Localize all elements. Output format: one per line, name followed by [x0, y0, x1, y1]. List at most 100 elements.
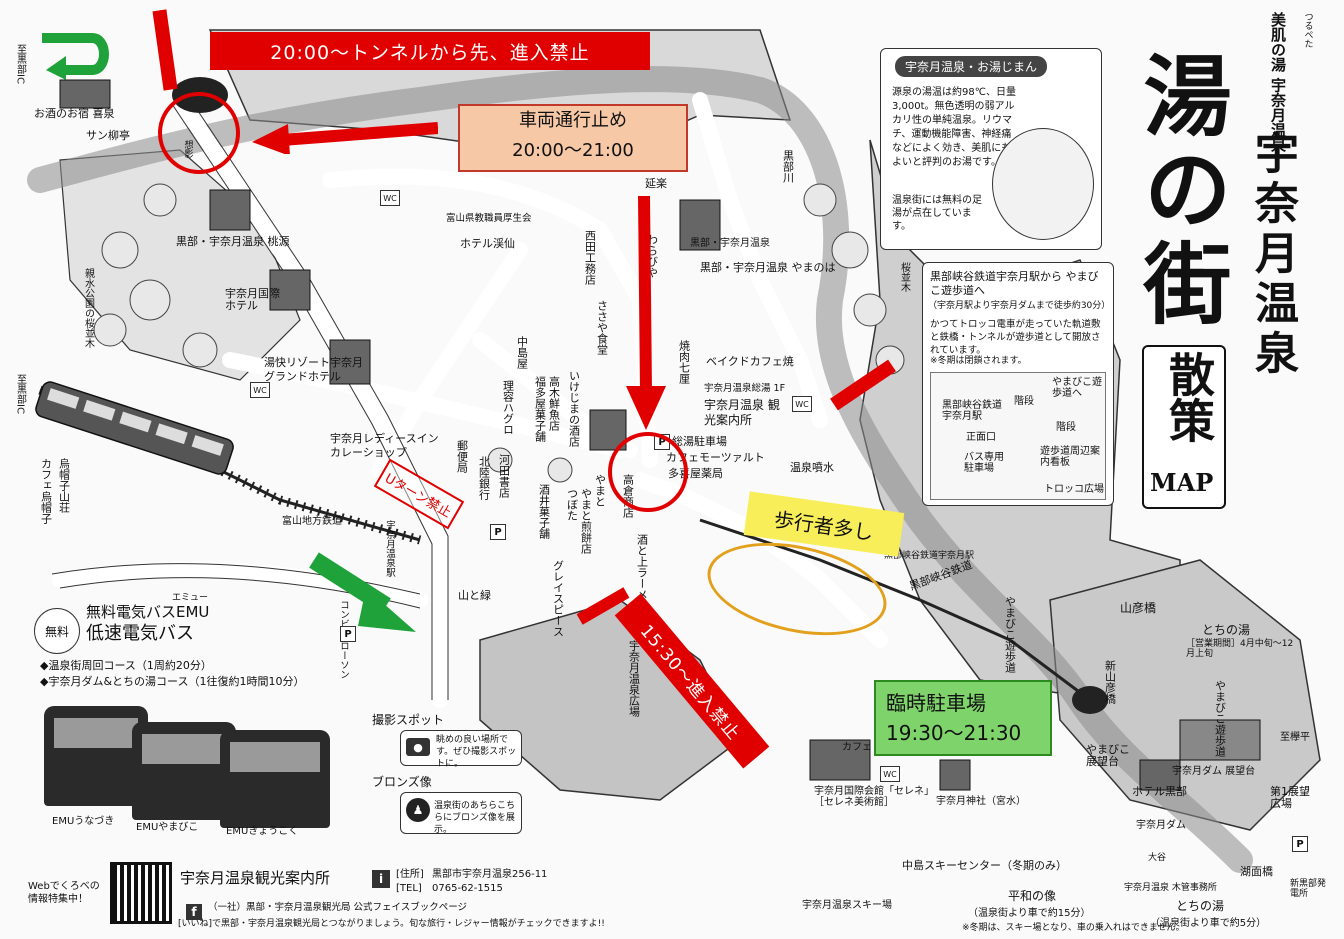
red-arrow-down: [626, 196, 666, 430]
temp-parking-line2: 19:30〜21:30: [886, 721, 1022, 745]
bus-label-1: EMUうなづき: [52, 816, 115, 827]
statue-icon: ♟: [406, 798, 430, 822]
red-arrow-left: [252, 122, 438, 154]
bus-label-2: EMUやまびこ: [136, 822, 199, 833]
label-ski-note: ※冬期は、スキー場となり、車の乗入れはできません。: [962, 923, 1185, 933]
bus-course-2: ◆宇奈月ダム&とちの湯コース（1往復約1時間10分）: [40, 675, 305, 688]
dam-wall: [1179, 719, 1261, 761]
bus-emu-small: エミュー: [172, 593, 209, 603]
label-grace: グレイスピース: [551, 560, 565, 637]
footer-fb-note: [いいね]で黒部・宇奈月温泉観光局とつながりましょう。旬な旅行・レジャー情報がチ…: [178, 919, 605, 929]
label-kokusai: 宇奈月国際ホテル: [225, 287, 280, 313]
label-mizuha: 宇奈月温泉 木管事務所: [1124, 883, 1217, 893]
label-yamahiko: 山彦橋: [1120, 601, 1157, 615]
label-ootani: 大谷: [1148, 853, 1167, 863]
bus-name-2: 低速電気バス: [86, 623, 194, 644]
footer-office: 宇奈月温泉観光案内所: [180, 869, 331, 887]
label-sakai: 酒井菓子舗: [537, 484, 551, 539]
label-tochi-open: ［営業期間］4月中旬〜12月上旬: [1186, 639, 1294, 659]
wc-icon: WC: [380, 190, 400, 206]
label-sougou-yu: 宇奈月温泉総湯 1F: [704, 383, 786, 394]
footer-fb: （一社）黒部・宇奈月温泉観光局 公式フェイスブックページ: [208, 902, 468, 913]
label-yamabiko-path: やまびこ遊歩道: [1003, 596, 1017, 673]
label-tsubota: つぼた: [565, 488, 579, 521]
label-yamabiko-tenbou: やまびこ展望台: [1086, 743, 1130, 769]
road-edges: [51, 95, 449, 700]
label-grand: 湯快リゾート宇奈月グランドホテル: [264, 356, 363, 383]
label-nishida: 西田工務店: [583, 230, 597, 285]
label-ski-jo: 宇奈月温泉スキー場: [802, 900, 892, 911]
sanpo-box: 散策: [1142, 345, 1226, 509]
label-cafe-nagomi: カフェ: [842, 742, 872, 753]
label-yubin: 郵便局: [455, 440, 469, 473]
footer-address: 黒部市宇奈月温泉256-11: [432, 869, 548, 880]
walk-bus-parking: バス専用駐車場: [964, 452, 1004, 474]
trees: [93, 183, 905, 483]
label-kohan: 湖面橋: [1240, 865, 1273, 878]
label-station-unazuki: 黒部峡谷鉄道宇奈月駅: [884, 551, 975, 561]
label-yamanoha: 黒部・宇奈月温泉 やまのは: [700, 261, 836, 274]
title-side: 宇奈月温泉: [1247, 130, 1298, 380]
walk-heading: 黒部峡谷鉄道宇奈月駅から やまびこ遊歩道へ: [930, 270, 1099, 297]
label-senbei: やまと煎餅店: [579, 488, 593, 554]
walk-diagram: [930, 372, 1106, 500]
title-brand-small: つるぺた: [1302, 12, 1313, 48]
label-kita-ic2: 至黒部IC: [14, 374, 26, 414]
label-cafe-tsuarut: カフェモーツァルト: [666, 451, 765, 464]
temp-parking-line1: 臨時駐車場: [886, 691, 986, 715]
u-turn-arrow: [42, 33, 109, 80]
label-sanryu: サン柳亭: [86, 129, 130, 142]
label-kanko-annai: 宇奈月温泉 観光案内所: [704, 398, 780, 427]
label-karasuyama: 烏帽子山荘: [57, 458, 71, 513]
label-fukutaya: 福多屋菓子舗: [533, 376, 547, 442]
label-heiwa-note: （温泉街より車で約15分）: [968, 908, 1091, 919]
label-tochi-note: （温泉街より車で約5分）: [1150, 918, 1267, 929]
red-circle-bridge: [158, 92, 240, 174]
parking-icon: P: [340, 626, 356, 642]
legend-photo-desc: 眺めの良い場所です。ぜひ撮影スポットに。: [436, 735, 517, 769]
label-shinsui: 親水公園の桜並木: [82, 268, 94, 348]
label-yamato: やまと: [593, 474, 607, 507]
label-chitetsu: 富山地方鉄道: [282, 516, 342, 527]
tunnel-east: [1072, 686, 1108, 714]
label-kita-ic: 至黒部IC: [14, 44, 26, 84]
bus-name-1: 無料電気バスEMU: [86, 603, 210, 621]
hill-west: [59, 149, 301, 381]
footer-tel: 0765-62-1515: [432, 883, 503, 894]
free-badge: 無料: [34, 608, 80, 654]
label-keisen: ホテル渓仙: [460, 237, 515, 250]
title-main: 湯の街: [1129, 50, 1233, 332]
walk-path: やまびこ遊歩道へ: [1052, 377, 1102, 399]
label-dai1: 第1展望広場: [1270, 785, 1310, 811]
info-icon: i: [372, 870, 390, 888]
walk-station: 黒部峡谷鉄道 宇奈月駅: [942, 400, 1002, 422]
railway-kurobe: [699, 518, 1091, 702]
onsen-info-heading: 宇奈月温泉・お湯じまん: [895, 56, 1048, 77]
temp-parking-box: 臨時駐車場 19:30〜21:30: [874, 680, 1052, 756]
label-yamabiko-hodou: やまびこ遊歩道: [1213, 680, 1227, 757]
label-tougen: 黒部・宇奈月温泉 桃源: [176, 235, 290, 248]
label-bake-cafe: ベイクドカフェ焼: [706, 355, 794, 368]
walk-guide: 遊歩道周辺案内看板: [1040, 446, 1100, 468]
label-onsen-fun: 温泉噴水: [790, 461, 834, 474]
label-ramen: 酒と上ラーメン: [635, 534, 649, 611]
bus-label-3: EMUきょうこく: [226, 826, 299, 837]
label-kurobe-river: 黒部川: [781, 150, 795, 183]
legend-bronze-title: ブロンズ像: [372, 775, 432, 789]
label-sasaya: ささや食堂: [595, 300, 609, 355]
label-jinja: 宇奈月神社（宮水）: [936, 796, 1026, 807]
label-kiraku: お酒のお宿 喜泉: [34, 107, 115, 120]
title-brand: 美肌の湯 宇奈月温泉: [1269, 12, 1287, 153]
label-hotel-kurobe: ホテル黒部: [1132, 785, 1187, 798]
train: [35, 381, 234, 475]
label-kuroba-hall: 黒部・宇奈月温泉: [690, 238, 770, 249]
footbath-illustration: [992, 128, 1094, 240]
tunnel-ban-banner: 20:00〜トンネルから先、進入禁止: [210, 32, 650, 70]
label-toyama-kyoin: 富山県教職員厚生会: [446, 213, 532, 224]
map-word: MAP: [1150, 468, 1214, 497]
label-enraku: 延楽: [645, 177, 667, 190]
bus-unazuki: [44, 706, 148, 806]
wc-icon: WC: [250, 382, 270, 398]
label-dam-tenbou: 宇奈月ダム 展望台: [1172, 766, 1256, 777]
